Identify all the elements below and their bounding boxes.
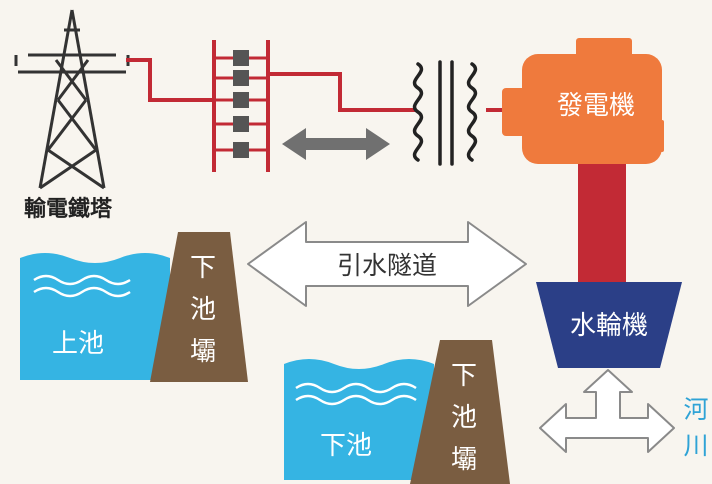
lower-dam-char-1: 下: [451, 361, 477, 391]
upper-pool-label: 上池: [52, 329, 104, 359]
switchgear-icon: [212, 40, 270, 172]
generator-icon: [502, 38, 664, 164]
lower-dam: [410, 340, 510, 484]
tower-label: 輸電鐵塔: [24, 196, 113, 222]
river-char-2: 川: [683, 431, 708, 460]
lower-pool-label: 下池: [320, 431, 372, 461]
upper-dam: [150, 232, 248, 382]
upper-dam-char-3: 壩: [190, 337, 216, 367]
three-way-arrow: [539, 369, 675, 453]
upper-dam-char-1: 下: [190, 253, 216, 283]
tunnel-label: 引水隧道: [337, 251, 437, 280]
shaft: [578, 164, 626, 284]
upper-pool: [20, 253, 170, 380]
power-line: [126, 58, 214, 102]
power-line-2: [268, 72, 416, 112]
double-arrow-gray: [282, 128, 390, 160]
transmission-tower-icon: [14, 9, 130, 190]
upper-dam-char-2: 池: [190, 295, 216, 325]
lower-dam-char-2: 池: [451, 403, 477, 433]
turbine-icon: [536, 282, 682, 368]
tunnel-arrow: [247, 221, 527, 307]
transformer-icon: [412, 60, 478, 166]
lower-pool: [284, 359, 434, 480]
turbine-label: 水輪機: [570, 311, 648, 341]
river-char-1: 河: [683, 395, 708, 424]
lower-dam-char-3: 壩: [451, 445, 477, 475]
generator-label: 發電機: [557, 91, 635, 121]
